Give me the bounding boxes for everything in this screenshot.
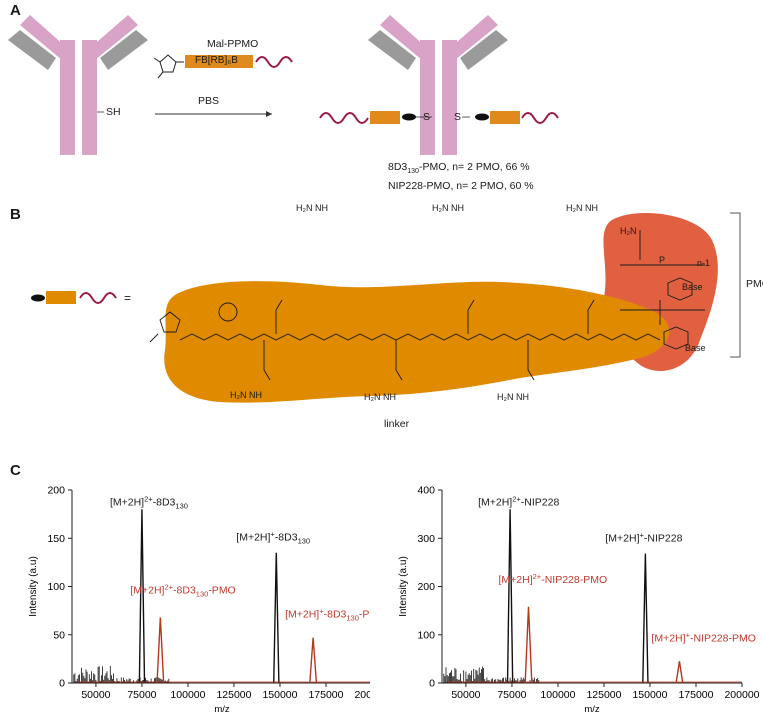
panel-c-letter: C (10, 462, 21, 479)
reagent-label: Mal-PPMO (207, 38, 259, 50)
chem-h2n-top: H₂N (620, 226, 637, 236)
x-axis-label: m/z (214, 704, 230, 714)
peptide-bar (185, 55, 253, 68)
peak-annotation: [M+2H]+-NIP228-PMO (651, 630, 755, 644)
x-tick-label: 75000 (497, 689, 526, 701)
red-peak (309, 637, 318, 684)
x-axis-label: m/z (584, 704, 600, 714)
chem-guan-2: H₂N NH (432, 203, 464, 213)
x-tick-label: 75000 (127, 689, 156, 701)
y-axis-label: Intensity (a.u) (398, 556, 409, 617)
panel-b-figure (31, 212, 741, 403)
chem-base-1: Base (682, 282, 703, 292)
black-peak (273, 552, 280, 684)
y-tick-label: 0 (59, 678, 65, 690)
antibody-left (8, 15, 148, 155)
buffer-label: PBS (198, 95, 220, 107)
y-tick-label: 50 (53, 629, 65, 641)
peak-annotation: [M+2H]2+-8D3130 (110, 494, 188, 510)
pmo-wave (255, 56, 293, 68)
x-tick-label: 50000 (81, 689, 110, 701)
y-tick-label: 200 (417, 581, 435, 593)
linker-blob (164, 281, 670, 403)
linker-label: linker (384, 418, 410, 430)
y-tick-label: 300 (417, 533, 435, 545)
antibody-right (368, 15, 508, 155)
product-line-2: NIP228-PMO, n= 2 PMO, 60 % (388, 180, 534, 192)
sulfur-left: S (423, 111, 431, 123)
y-tick-label: 0 (429, 678, 435, 690)
x-tick-label: 125000 (586, 689, 621, 701)
x-tick-label: 150000 (632, 689, 667, 701)
thiol-label: SH (106, 106, 121, 118)
peak-annotation: [M+2H]2+-8D3130-PMO (130, 582, 235, 598)
black-peak (138, 509, 146, 684)
sulfur-right: S (454, 111, 462, 123)
chem-n-minus-1: n-1 (697, 258, 711, 268)
chem-guan-1: H₂N NH (296, 203, 328, 213)
equals-sign: = (124, 291, 132, 305)
chem-guan-4: H₂N NH (230, 390, 262, 400)
mass-spectrum-nip228: 0 100 200 300 400 50000 75000 100000 125000 15000… (398, 485, 760, 714)
peak-annotation: [M+2H]+-NIP228 (605, 531, 682, 545)
chem-guan-3: H₂N NH (566, 203, 598, 213)
black-peak (506, 509, 514, 684)
chem-guan-6: H₂N NH (497, 392, 529, 402)
baseline-noise (443, 666, 540, 683)
x-tick-label: 125000 (216, 689, 251, 701)
panel-a-letter: A (10, 2, 21, 19)
y-tick-label: 400 (417, 485, 435, 497)
panel-a-figure (8, 15, 559, 155)
maleimide-structure (153, 54, 184, 79)
x-tick-label: 50000 (451, 689, 480, 701)
black-peak (642, 553, 649, 684)
y-tick-label: 100 (47, 581, 65, 593)
red-peak (156, 617, 165, 684)
red-peak (524, 606, 533, 684)
x-tick-label: 175000 (678, 689, 713, 701)
x-tick-label: 200000 (354, 689, 370, 701)
y-tick-label: 100 (417, 629, 435, 641)
x-tick-label: 100000 (540, 689, 575, 701)
mass-spectrum-8d3: 0 50 100 150 200 50000 75000 100000 125000 150000… (28, 485, 370, 714)
product-line-1: 8D3130-PMO, n= 2 PMO, 66 % (388, 161, 530, 176)
peak-annotation: [M+2H]+-8D3130 (236, 530, 310, 546)
y-tick-label: 200 (47, 485, 65, 497)
x-tick-label: 150000 (262, 689, 297, 701)
peak-annotation: [M+2H]+-8D3130-PMO (285, 607, 370, 623)
panel-b-letter: B (10, 206, 21, 223)
x-tick-label: 200000 (724, 689, 759, 701)
chem-guan-5: H₂N NH (364, 392, 396, 402)
peak-annotation: [M+2H]2+-NIP228-PMO (499, 572, 608, 586)
pmo-bracket (730, 212, 741, 358)
x-tick-label: 175000 (308, 689, 343, 701)
y-axis-label: Intensity (a.u) (28, 556, 39, 617)
peptide-label: FB[RB]₆B (195, 55, 238, 66)
y-tick-label: 150 (47, 533, 65, 545)
baseline-noise (73, 665, 170, 683)
pmo-label: PMO (746, 278, 763, 290)
chem-p: P (659, 255, 666, 265)
peak-annotation: [M+2H]2+-NIP228 (478, 494, 559, 508)
chem-base-2: Base (685, 343, 706, 353)
red-peak (675, 661, 684, 684)
x-tick-label: 100000 (170, 689, 205, 701)
